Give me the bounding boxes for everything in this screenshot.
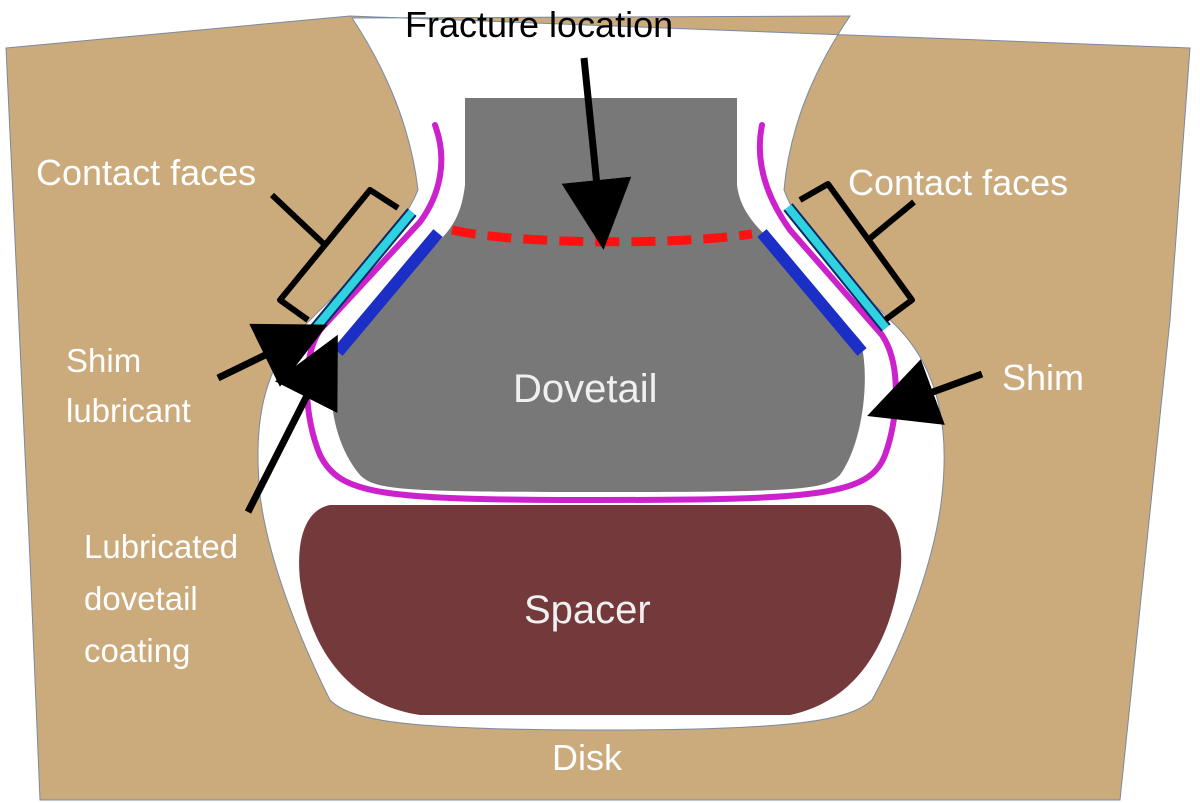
dovetail-shape [331,98,865,492]
lubricated-coating-label-line2: dovetail [84,580,198,617]
dovetail-coating-left [333,229,443,356]
lubricated-coating-label-line3: coating [84,632,190,669]
shim-lubricant-left-fill [310,209,416,333]
dovetail-label: Dovetail [513,367,658,411]
lubricated-coating-label-line1: Lubricated [84,528,238,565]
contact-faces-label-right: Contact faces [848,162,1068,203]
shim-lubricant-label-line2: lubricant [66,392,191,429]
dovetail-coating-arrow [244,334,338,514]
shim-arrow [867,359,984,425]
fracture-arrow [561,57,632,250]
contact-faces-leader-left [269,192,328,248]
dovetail-coating-right [757,229,867,356]
disk-label: Disk [552,737,623,778]
spacer-shape [299,505,902,715]
contact-faces-leader-right [866,199,916,243]
shim-lubricant-right-fill [784,204,890,331]
fracture-location-label: Fracture location [405,4,673,45]
contact-faces-label-left: Contact faces [36,152,256,193]
shim-label: Shim [1002,357,1084,398]
shim-lubricant-label-line1: Shim [66,342,141,379]
spacer-label: Spacer [524,588,651,632]
